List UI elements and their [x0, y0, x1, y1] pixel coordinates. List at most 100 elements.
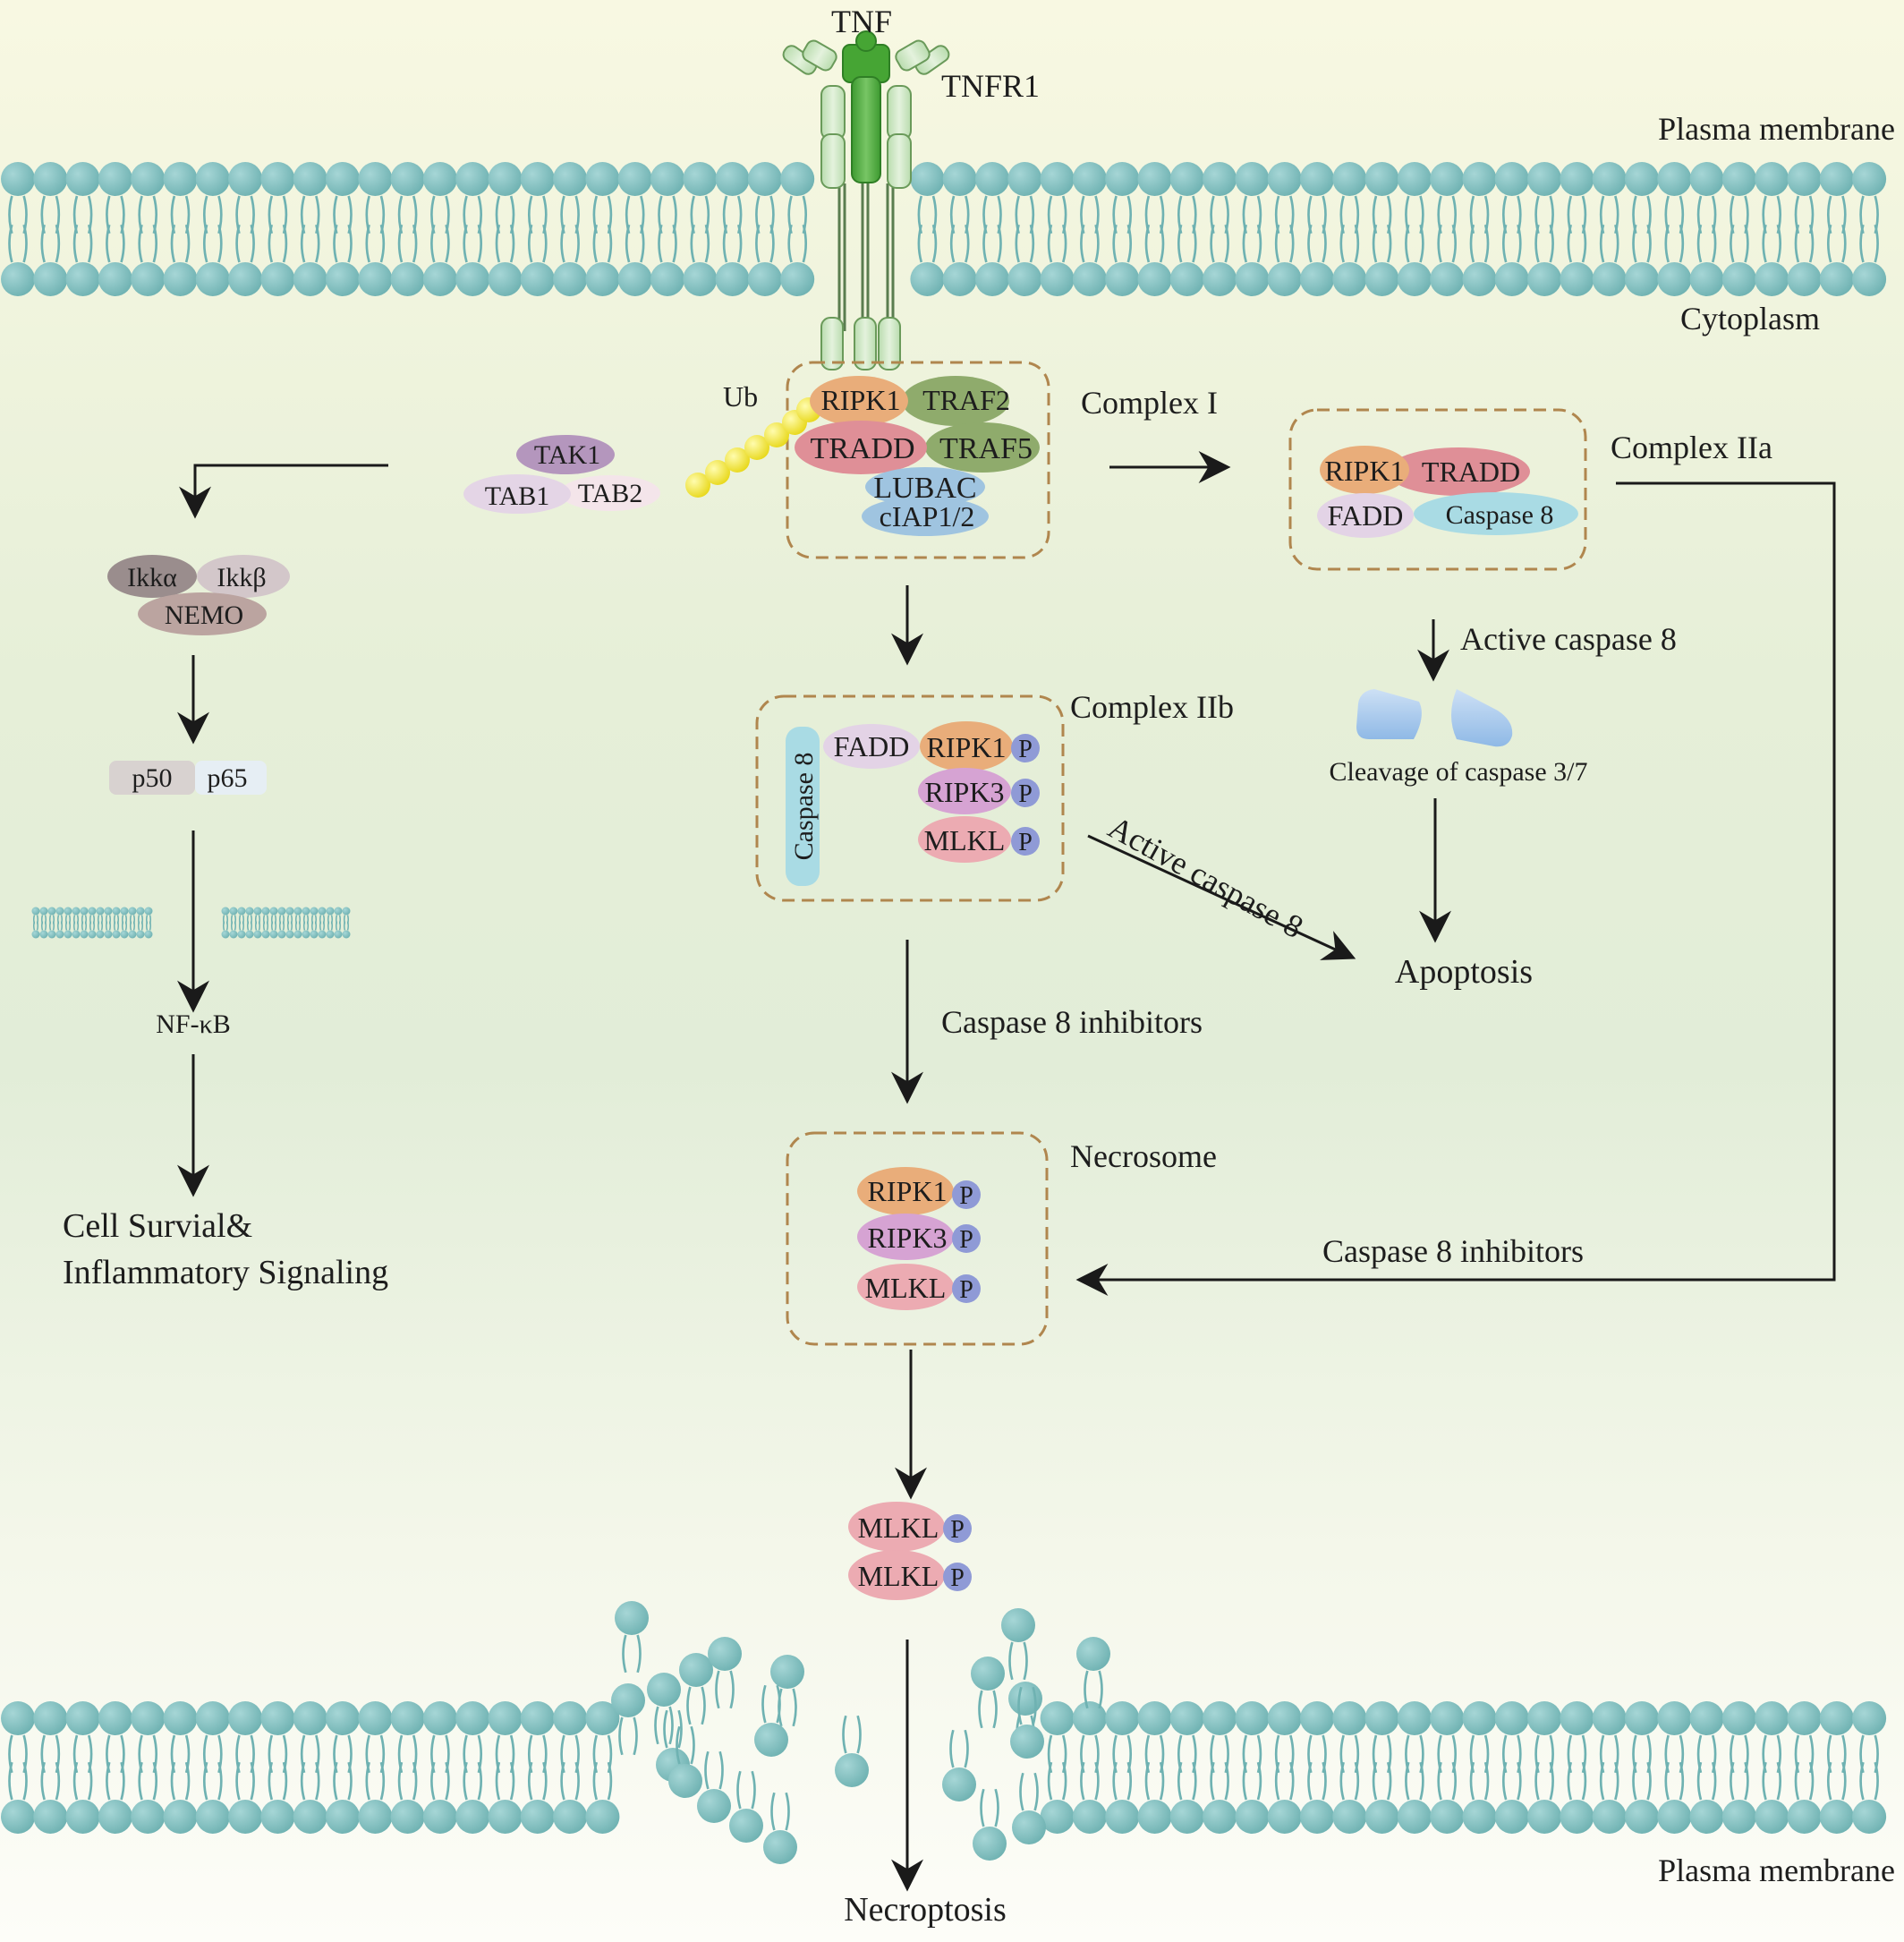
necrosome-box: [786, 1131, 1049, 1346]
iib-ripk1-p-label: P: [1018, 736, 1033, 763]
nec-mlkl-phospho: [952, 1274, 981, 1303]
ripk1-shape: [810, 376, 908, 426]
nec-mlkl-label: MLKL: [865, 1272, 947, 1304]
ikka-shape: [107, 555, 197, 598]
iib-ripk3-label: RIPK3: [925, 776, 1005, 808]
nec-ripk1-shape: [857, 1167, 954, 1215]
iia-ripk1-shape: [1320, 446, 1409, 494]
complex-i-box: [786, 361, 1050, 559]
plasma-membrane-bottom: [1, 1701, 1887, 1834]
cytoplasm-label: Cytoplasm: [1680, 301, 1820, 336]
iib-fadd-shape: [823, 724, 920, 769]
iib-ripk1-phospho: [1011, 734, 1040, 762]
iib-fadd-label: FADD: [834, 730, 910, 762]
plasma-membrane-top: [1, 162, 1887, 296]
iib-ripk3-phospho: [1011, 779, 1040, 807]
mlkl-oligomer-2-label: MLKL: [858, 1560, 939, 1592]
iib-ripk3-p-label: P: [1018, 780, 1033, 808]
iib-mlkl-p-label: P: [1018, 829, 1033, 856]
released-lipids: [611, 1601, 1110, 1864]
plasma-membrane-top-label: Plasma membrane: [1658, 111, 1895, 147]
nemo-shape: [138, 592, 267, 635]
complex-iib-title: Complex IIb: [1070, 689, 1234, 725]
nec-ripk3-shape: [857, 1214, 954, 1260]
nec-mlkl-p-label: P: [959, 1276, 973, 1304]
traf5-label: TRAF5: [939, 432, 1033, 465]
iia-fadd-shape: [1317, 493, 1414, 538]
cytoplasmic-membrane-fragments: [31, 907, 351, 939]
iib-caspase8-label: Caspase 8: [789, 753, 819, 861]
necroptosis-label: Necroptosis: [844, 1891, 1007, 1929]
iia-caspase8-shape: [1414, 492, 1578, 535]
p50-shape: [109, 761, 195, 795]
tak1-shape: [516, 435, 615, 474]
mlkl-oligomer-2-shape: [848, 1550, 945, 1600]
tnfr1-receptor: [782, 30, 950, 371]
nec-ripk3-label: RIPK3: [868, 1222, 948, 1254]
iia-tradd-label: TRADD: [1422, 456, 1520, 488]
ikka-label: Ikkα: [127, 563, 177, 592]
survival-line1: Cell Survial&: [63, 1207, 252, 1245]
complex-iib-box: [755, 694, 1065, 902]
tnfr1-label: TNFR1: [941, 68, 1040, 104]
iib-caspase8-shape: [786, 727, 820, 886]
ciap-shape: [862, 497, 989, 536]
mlkl-oligomer-1-label: MLKL: [858, 1512, 939, 1544]
mlkl-oligomer-2-phospho: [943, 1563, 972, 1591]
survival-line2: Inflammatory Signaling: [63, 1254, 388, 1291]
nec-ripk3-p-label: P: [959, 1226, 973, 1254]
iia-ripk1-label: RIPK1: [1325, 455, 1405, 487]
tab1-shape: [463, 474, 571, 514]
complex-iia-box: [1288, 408, 1587, 571]
iia-fadd-label: FADD: [1328, 499, 1404, 532]
ripk1-label: RIPK1: [821, 384, 901, 416]
traf2-label: TRAF2: [922, 384, 1010, 416]
lubac-shape: [865, 467, 985, 507]
active-caspase8-top-label: Active caspase 8: [1460, 621, 1677, 657]
iib-mlkl-phospho: [1011, 827, 1040, 856]
nemo-label: NEMO: [165, 600, 243, 630]
tak1-label: TAK1: [534, 440, 600, 470]
complex-iia-title: Complex IIa: [1611, 430, 1772, 465]
iib-mlkl-label: MLKL: [924, 824, 1006, 856]
casp8-inhibitors-right-label: Caspase 8 inhibitors: [1322, 1233, 1584, 1269]
p65-label: p65: [208, 763, 248, 793]
plasma-membrane-bottom-label: Plasma membrane: [1658, 1853, 1895, 1888]
arrow-iia-to-necrosome: [1075, 481, 1836, 1296]
iia-caspase8-label: Caspase 8: [1446, 500, 1554, 530]
iib-ripk1-shape: [920, 721, 1013, 771]
tab2-label: TAB2: [578, 479, 643, 508]
ubiquitin-chain: [685, 397, 821, 498]
nec-ripk1-label: RIPK1: [868, 1175, 948, 1207]
cleavage-label: Cleavage of caspase 3/7: [1329, 757, 1587, 787]
nfkb-label: NF-κB: [156, 1009, 230, 1039]
nec-ripk1-p-label: P: [959, 1182, 973, 1210]
traf2-shape: [902, 376, 1009, 426]
tradd-label: TRADD: [810, 432, 914, 465]
lubac-label: LUBAC: [873, 472, 976, 505]
tnf-label: TNF: [831, 4, 892, 39]
p65-shape: [195, 761, 267, 795]
apoptosis-label: Apoptosis: [1395, 953, 1533, 991]
tradd-shape: [795, 421, 927, 474]
nec-mlkl-shape: [857, 1264, 954, 1310]
p50-label: p50: [132, 763, 173, 793]
mlkl-oligomer-1-p-label: P: [950, 1516, 965, 1544]
arrow-complexi-to-ikk: [179, 464, 388, 519]
nec-ripk1-phospho: [952, 1180, 981, 1209]
arrow-iib-to-apoptosis: [1087, 834, 1356, 960]
mlkl-oligomer-2-p-label: P: [950, 1564, 965, 1592]
iia-tradd-shape: [1387, 447, 1530, 496]
ciap-label: cIAP1/2: [880, 500, 975, 532]
ikkb-shape: [197, 555, 290, 598]
complex-i-title: Complex I: [1081, 385, 1218, 421]
iib-mlkl-shape: [918, 816, 1011, 863]
iib-ripk1-label: RIPK1: [927, 731, 1007, 763]
ub-label: Ub: [723, 380, 758, 413]
iib-ripk3-shape: [918, 768, 1011, 814]
traf5-shape: [925, 422, 1040, 473]
cleaved-caspase-fragments: [1356, 689, 1513, 747]
